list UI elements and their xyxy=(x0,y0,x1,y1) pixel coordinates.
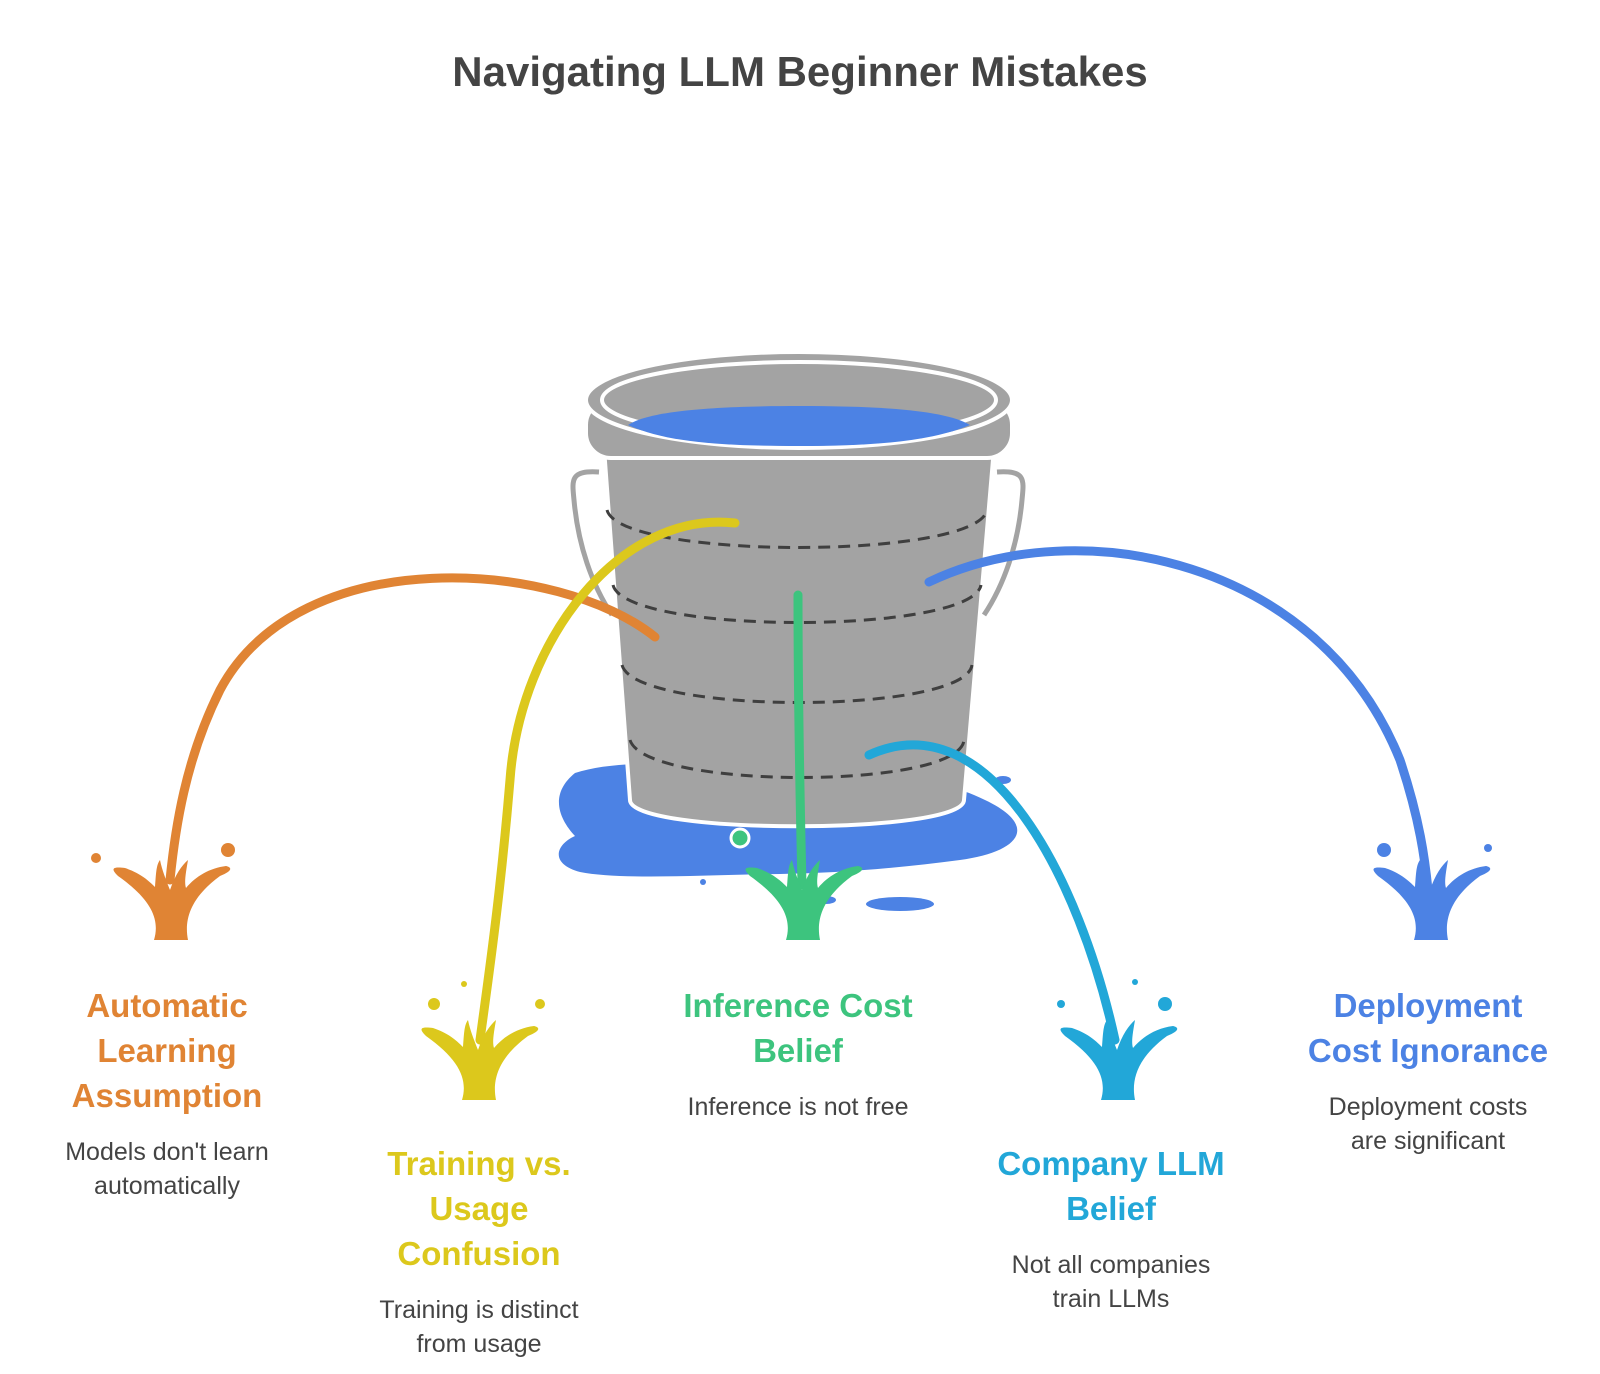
desc-line: Inference is not free xyxy=(687,1093,909,1121)
item-description: Models don't learn automatically xyxy=(0,1135,347,1203)
title-line: Belief xyxy=(753,1032,843,1069)
title-line: Company LLM xyxy=(997,1145,1225,1182)
item-description: Not all companies train LLMs xyxy=(931,1248,1291,1316)
drop-ring-2-inner xyxy=(700,879,706,885)
title-line: Usage xyxy=(429,1190,529,1227)
title-line: Automatic xyxy=(86,987,248,1024)
title-line: Inference Cost xyxy=(683,987,913,1024)
item-title: Inference Cost Belief xyxy=(618,983,978,1073)
item-title: Company LLM Belief xyxy=(931,1141,1291,1231)
page-title: Navigating LLM Beginner Mistakes xyxy=(452,48,1148,95)
title-line: Learning xyxy=(97,1032,237,1069)
title-line: Deployment xyxy=(1333,987,1523,1024)
splash-deployment-cost xyxy=(1373,843,1492,940)
desc-line: Models don't learn xyxy=(65,1138,269,1166)
bucket-handle xyxy=(570,469,615,617)
leak-streams xyxy=(165,517,1433,1045)
stream-deployment-cost xyxy=(924,546,1433,895)
stream-training-vs-usage xyxy=(475,517,740,1045)
hoop-2 xyxy=(611,584,983,624)
item-description: Inference is not free xyxy=(618,1090,978,1124)
item-title: Training vs. Usage Confusion xyxy=(299,1141,659,1276)
item-automatic-learning: Automatic Learning Assumption Models don… xyxy=(0,983,347,1203)
title-line: Assumption xyxy=(71,1077,263,1114)
bucket-handle-right xyxy=(981,469,1026,617)
desc-line: are significant xyxy=(1350,1127,1506,1155)
splash-inference-cost xyxy=(745,860,863,940)
desc-line: automatically xyxy=(94,1172,240,1200)
desc-line: from usage xyxy=(416,1330,542,1358)
item-title: Deployment Cost Ignorance xyxy=(1248,983,1600,1073)
stream-automatic-learning xyxy=(165,573,660,885)
puddle-drop-1 xyxy=(866,897,934,911)
item-inference-cost: Inference Cost Belief Inference is not f… xyxy=(618,983,978,1124)
drop-ring-1 xyxy=(729,827,751,849)
title-line: Confusion xyxy=(397,1235,561,1272)
splash-automatic-learning xyxy=(91,843,235,940)
desc-line: Deployment costs xyxy=(1328,1093,1528,1121)
title-line: Cost Ignorance xyxy=(1307,1032,1549,1069)
item-company-llm: Company LLM Belief Not all companies tra… xyxy=(931,1141,1291,1316)
desc-line: Training is distinct xyxy=(379,1296,579,1324)
stream-company-llm xyxy=(864,740,1120,1045)
item-description: Deployment costs are significant xyxy=(1248,1090,1600,1158)
title-line: Training vs. xyxy=(387,1145,571,1182)
stream-inference-cost xyxy=(793,590,807,890)
item-training-vs-usage: Training vs. Usage Confusion Training is… xyxy=(299,1141,659,1361)
item-title: Automatic Learning Assumption xyxy=(0,983,347,1118)
item-description: Training is distinct from usage xyxy=(299,1293,659,1361)
splash-training-vs-usage xyxy=(421,981,545,1100)
desc-line: train LLMs xyxy=(1052,1285,1170,1313)
item-deployment-cost: Deployment Cost Ignorance Deployment cos… xyxy=(1248,983,1600,1158)
desc-line: Not all companies xyxy=(1011,1251,1211,1279)
water-surface xyxy=(628,406,970,446)
splash-company-llm xyxy=(1057,979,1178,1100)
title-line: Belief xyxy=(1066,1190,1156,1227)
hoop-1 xyxy=(605,509,989,549)
